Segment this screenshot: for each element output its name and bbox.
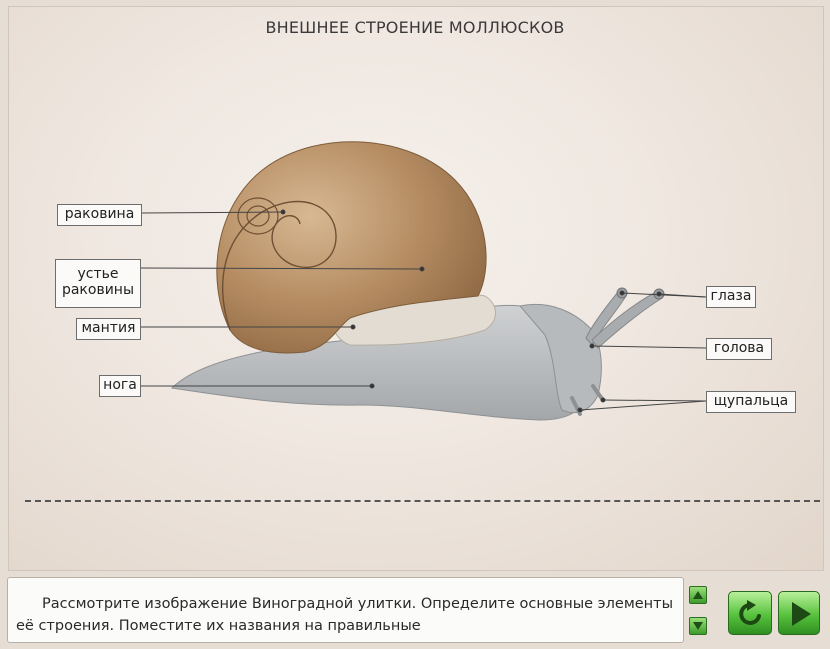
triangle-up-icon xyxy=(692,590,704,600)
scroll-down-button[interactable] xyxy=(689,617,707,635)
label-head[interactable]: голова xyxy=(706,338,772,360)
label-foot[interactable]: нога xyxy=(99,375,141,397)
next-button[interactable] xyxy=(778,591,820,635)
reset-button[interactable] xyxy=(728,591,772,635)
dashed-divider xyxy=(25,500,820,502)
instructions-panel: Рассмотрите изображение Виноградной улит… xyxy=(7,577,684,643)
triangle-down-icon xyxy=(692,621,704,631)
scroll-up-button[interactable] xyxy=(689,586,707,604)
play-icon xyxy=(779,592,821,636)
label-mantle[interactable]: мантия xyxy=(76,318,141,340)
label-eyes[interactable]: глаза xyxy=(706,286,756,308)
label-tentacles[interactable]: щупальца xyxy=(706,391,796,413)
label-aperture[interactable]: устье раковины xyxy=(55,259,141,308)
instructions-text: Рассмотрите изображение Виноградной улит… xyxy=(16,593,676,637)
label-shell[interactable]: раковина xyxy=(57,204,142,226)
reset-arrow-icon xyxy=(729,592,773,636)
